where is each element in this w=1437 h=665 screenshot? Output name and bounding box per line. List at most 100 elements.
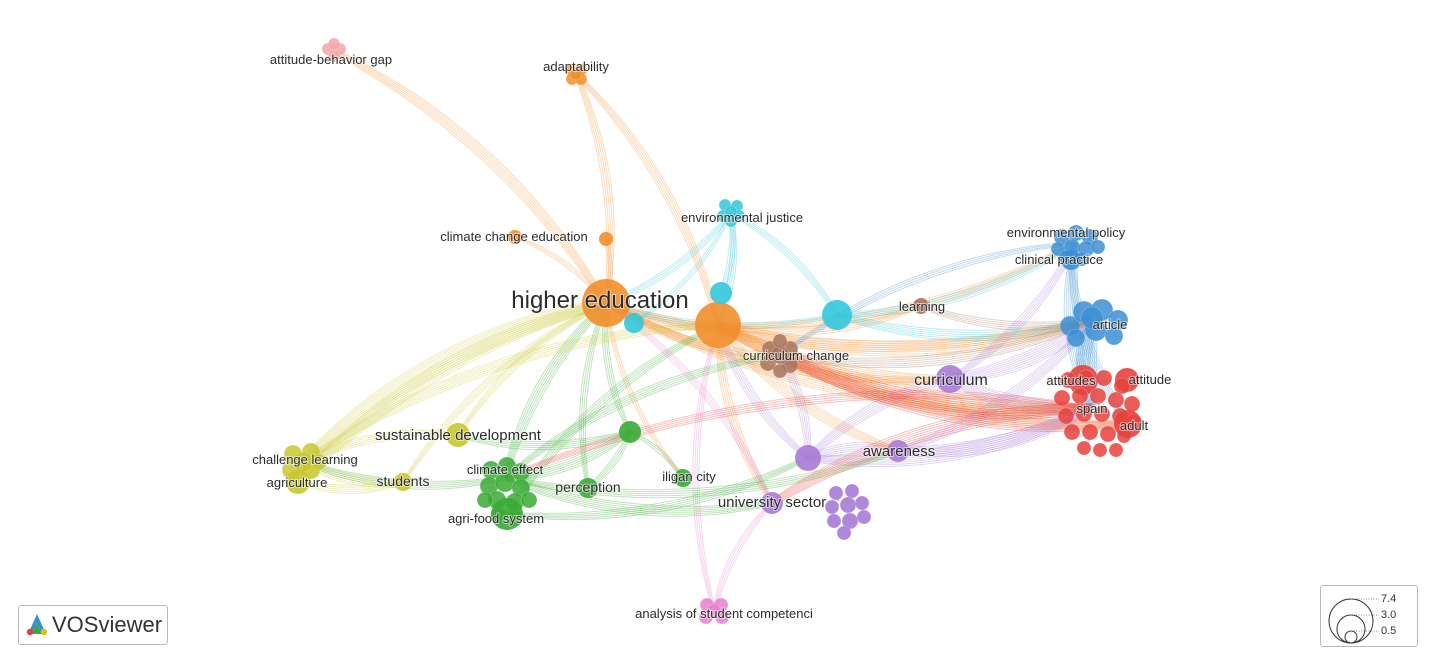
node-learning[interactable] [913, 298, 929, 314]
edge-link [837, 244, 1077, 318]
edge-link [950, 375, 1093, 406]
node-bubble [1066, 328, 1086, 348]
edge-link [808, 380, 952, 461]
node-cyan-hub-2[interactable] [624, 313, 644, 333]
node-label-higher-education: higher education [511, 287, 688, 314]
node-circle [795, 445, 821, 471]
edge-link [717, 321, 1095, 355]
node-label-environmental-policy: environmental policy [1007, 225, 1126, 240]
node-environmental-justice[interactable] [716, 198, 746, 228]
edge-link [729, 213, 837, 317]
node-bubble [772, 363, 788, 379]
node-bubble [1080, 306, 1104, 330]
edge-link [719, 322, 900, 450]
edge-link [605, 300, 1095, 342]
edge-link [304, 305, 608, 466]
edge-link [505, 397, 1093, 481]
edge-link [717, 242, 1077, 327]
edge-link [504, 478, 772, 515]
node-circle [695, 302, 741, 348]
edge-link [779, 356, 1092, 417]
node-label-attitude: attitude [1129, 372, 1172, 387]
node-bubble [327, 37, 341, 51]
edge-link [771, 407, 1093, 504]
edge-link [457, 430, 631, 444]
node-label-climate-effect: climate effect [467, 462, 544, 477]
edge-link [807, 406, 1092, 459]
node-bubble [1089, 387, 1107, 405]
node-label-adult: adult [1120, 418, 1149, 433]
node-attitude-behavior-gap[interactable] [321, 37, 347, 63]
node-awareness[interactable] [887, 440, 909, 462]
node-perception[interactable] [578, 478, 598, 498]
node-agriculture[interactable] [286, 470, 310, 494]
edge-link [504, 393, 1093, 479]
node-cyan-hub-3[interactable] [822, 300, 852, 330]
edge-link [506, 456, 809, 516]
node-circle [674, 469, 692, 487]
edge-link [712, 501, 772, 611]
node-circle [446, 423, 470, 447]
node-bubble [1053, 389, 1071, 407]
edge-link [716, 327, 950, 385]
edge-link [604, 303, 683, 479]
node-sustainable-development[interactable] [446, 423, 470, 447]
edge-link [401, 301, 606, 482]
edge-link [718, 244, 1077, 329]
edge-link [297, 302, 607, 483]
node-purple-hub[interactable] [795, 445, 821, 471]
edge-link [457, 429, 631, 442]
node-university-sector[interactable] [761, 492, 783, 514]
node-bubble [1063, 423, 1081, 441]
node-adult[interactable] [1114, 410, 1142, 438]
node-label-environmental-justice: environmental justice [681, 210, 803, 225]
node-higher-education[interactable] [582, 279, 630, 327]
node-cluster-purple-group[interactable] [824, 483, 872, 541]
edge-link [780, 353, 1093, 410]
node-orange-small[interactable] [599, 232, 613, 246]
node-green-hub[interactable] [619, 421, 641, 443]
vosviewer-logo[interactable]: VOSviewer [18, 605, 168, 645]
node-clinical-practice[interactable] [1061, 250, 1081, 270]
node-bubble [476, 491, 494, 509]
edge-link [504, 354, 781, 479]
edge-link [634, 213, 733, 325]
edge-link [717, 319, 1095, 349]
node-curriculum[interactable] [936, 365, 964, 393]
edge-link [717, 324, 899, 452]
edge-link [507, 459, 809, 521]
node-label-spain: spain [1076, 401, 1107, 416]
edge-link [779, 242, 1076, 355]
node-article[interactable] [1059, 298, 1129, 348]
node-circle [822, 300, 852, 330]
node-label-agri-food-system: agri-food system [448, 511, 544, 526]
node-agri-food-system[interactable] [491, 498, 523, 530]
node-climate-change-education[interactable] [508, 230, 522, 244]
node-iligan-city[interactable] [674, 469, 692, 487]
edge-link [576, 73, 720, 325]
node-challenge-learning[interactable] [281, 442, 328, 480]
node-adaptability[interactable] [564, 63, 588, 86]
node-students[interactable] [394, 473, 412, 491]
edge-link [808, 409, 1093, 466]
edge-link [303, 325, 719, 464]
edge-link [503, 301, 606, 478]
edge-link [807, 378, 950, 458]
node-analysis-of-student-competenci[interactable] [698, 597, 730, 625]
edge-link [457, 432, 631, 449]
edge-link [576, 73, 613, 303]
node-label-university-sector: university sector [718, 494, 826, 511]
node-label-agriculture: agriculture [267, 475, 328, 490]
edge-link [780, 321, 1095, 369]
edge-link [605, 302, 1093, 410]
node-bubble [1090, 239, 1106, 255]
node-cyan-hub-1[interactable] [710, 282, 732, 304]
edge-link [403, 303, 608, 484]
node-circle [578, 478, 598, 498]
edge-link [504, 448, 899, 491]
node-hub-orange-2[interactable] [695, 302, 741, 348]
edge-link [303, 304, 608, 465]
node-curriculum-change[interactable] [759, 333, 799, 379]
edge-link [779, 355, 1128, 428]
